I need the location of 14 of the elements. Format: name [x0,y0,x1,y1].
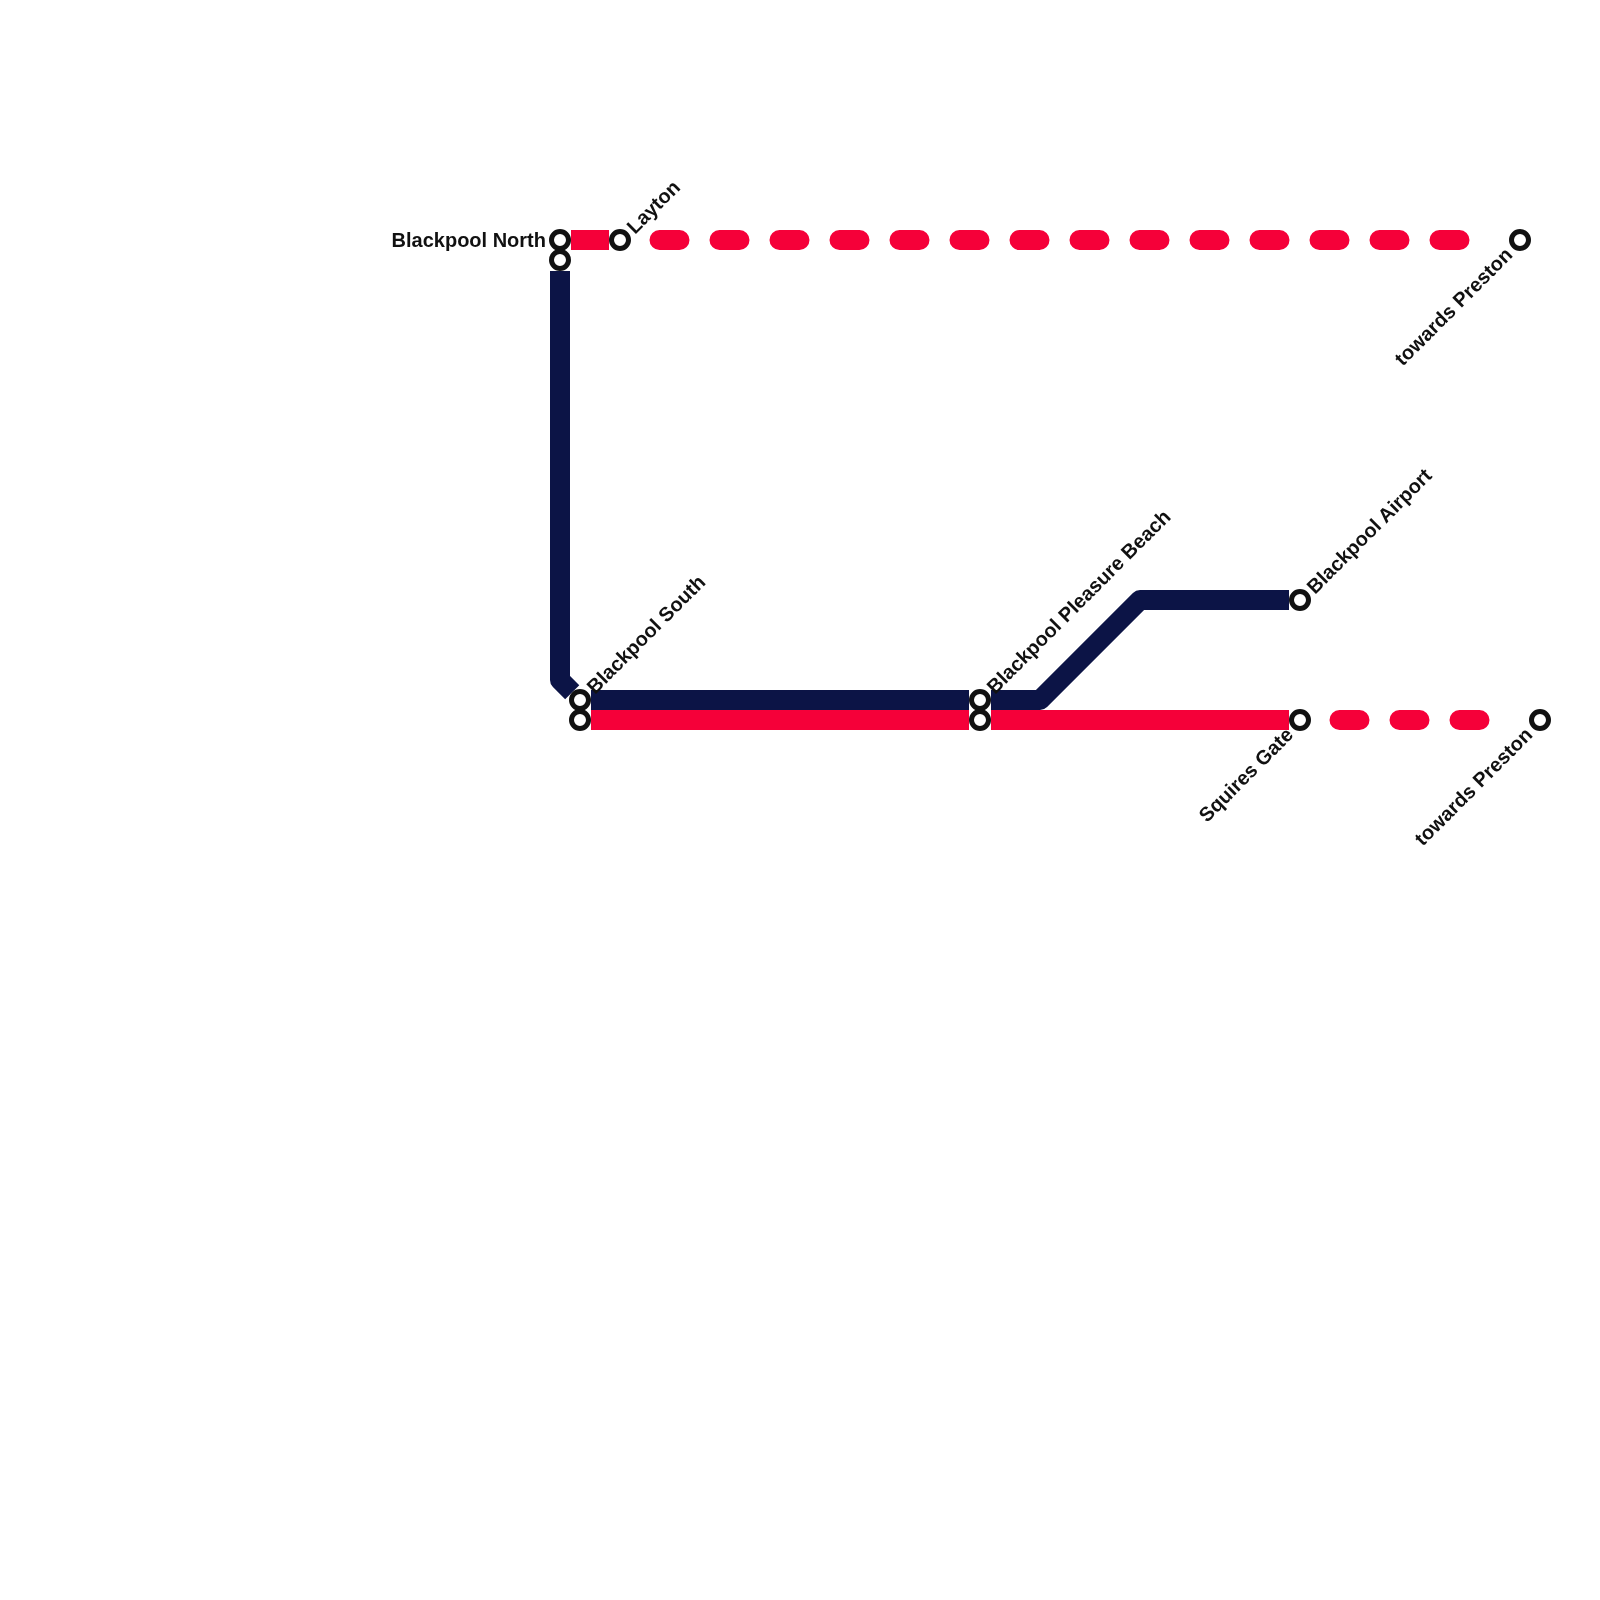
station-label: Blackpool North [391,228,546,252]
station-marker [549,249,571,271]
station-marker [1289,709,1311,731]
station-marker [569,709,591,731]
rail-line [991,710,1289,730]
rail-line [591,710,969,730]
station-marker [1529,709,1551,731]
station-marker [969,709,991,731]
station-marker [1509,229,1531,251]
rail-line [571,230,609,250]
rail-line [991,590,1289,710]
rail-line [550,271,580,700]
station-marker [549,229,571,251]
rail-line [591,690,969,710]
